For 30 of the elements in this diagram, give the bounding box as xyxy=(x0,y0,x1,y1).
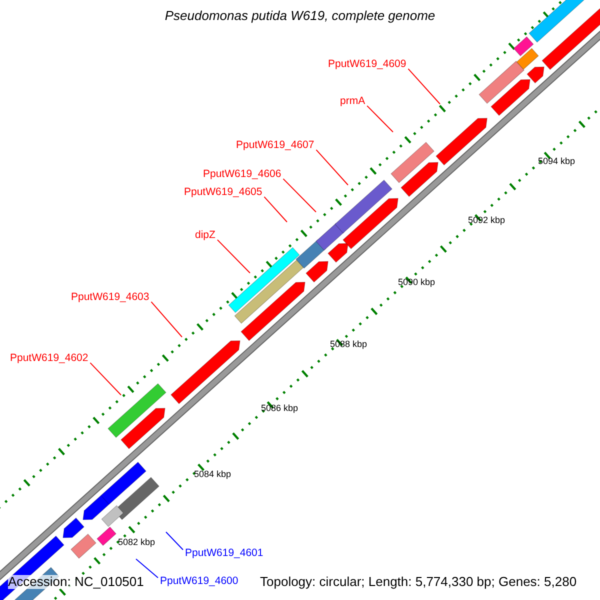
scale-label: 5094 kbp xyxy=(538,157,576,167)
leader-line xyxy=(150,301,182,338)
gene-label: PputW619_4607 xyxy=(236,140,314,152)
scale-label: 5084 kbp xyxy=(194,470,232,480)
gene-label: PputW619_4606 xyxy=(203,169,282,181)
scale-label: 5092 kbp xyxy=(468,216,506,226)
leader-line xyxy=(316,149,348,186)
gene-label: PputW619_4602 xyxy=(10,353,88,365)
title: Pseudomonas putida W619, complete genome xyxy=(164,9,436,24)
leader-line xyxy=(136,558,158,578)
leader-line xyxy=(216,239,250,274)
scale-label: 5090 kbp xyxy=(398,278,436,288)
gene-label: PputW619_4600 xyxy=(160,576,238,588)
leader-line xyxy=(90,362,122,396)
leader-line xyxy=(264,196,288,222)
gene-label: PputW619_4605 xyxy=(184,187,262,199)
gene-label: prmA xyxy=(340,96,366,108)
leader-line xyxy=(166,532,184,550)
gene-label: PputW619_4603 xyxy=(71,292,150,304)
gene-label: dipZ xyxy=(195,230,216,242)
leader-line xyxy=(408,68,440,104)
scale-label: 5086 kbp xyxy=(261,404,298,414)
leader-line xyxy=(282,178,316,212)
gene-label: PputW619_4609 xyxy=(328,59,406,71)
scale-label: 5088 kbp xyxy=(330,340,368,350)
leader-line xyxy=(366,105,394,132)
info-text: Topology: circular; Length: 5,774,330 bp; Genes: 5,280 xyxy=(260,575,577,590)
info-text: Accession: NC_010501 xyxy=(8,575,144,590)
scale-label: 5082 kbp xyxy=(118,538,156,548)
gene-label: PputW619_4601 xyxy=(185,548,264,560)
